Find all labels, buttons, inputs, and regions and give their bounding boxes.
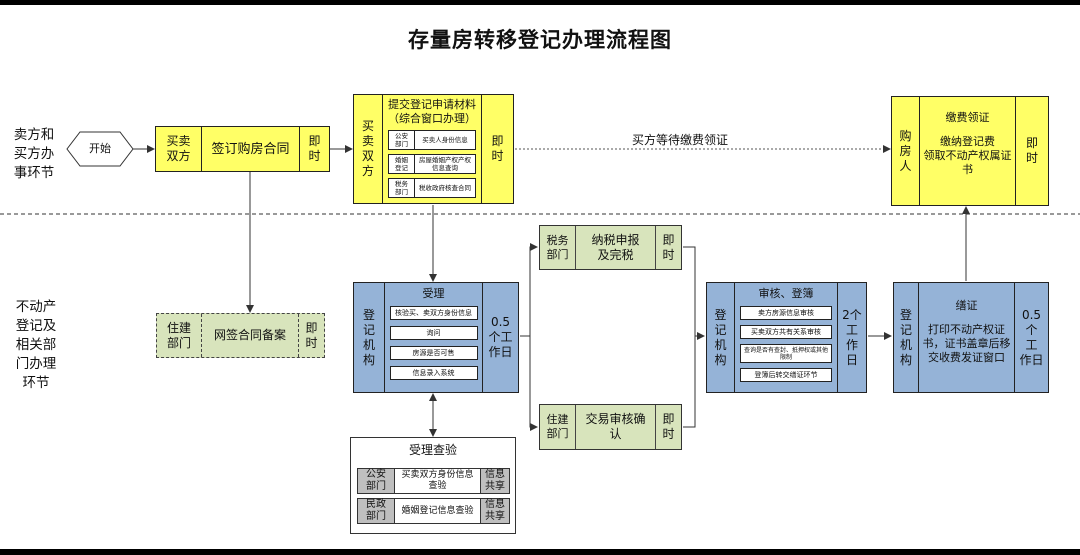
submit-row-3: 税务 部门 税收政府核查合同 <box>388 178 476 198</box>
certify-party: 登 记 机 构 <box>899 307 912 367</box>
submit-row-3-item: 税收政府核查合同 <box>419 184 471 192</box>
submit-body: 提交登记申请材料 （综合窗口办理） 公安 部门 买卖人身份信息 婚姻 登记 房屋… <box>382 95 481 203</box>
sign-contract-party: 买卖 双方 <box>166 134 191 163</box>
arrow-tax-to-review <box>683 246 696 336</box>
accept-party: 登 记 机 构 <box>362 307 375 367</box>
submit-row-3-dept: 税务 部门 <box>389 179 415 197</box>
submit-title: 提交登记申请材料 （综合窗口办理） <box>388 98 476 125</box>
accept-item-3: 房源是否可售 <box>389 346 478 360</box>
pay-party: 购 房 人 <box>899 128 912 173</box>
check-row-1: 公安 部门 买卖双方身份信息 查验 信息 共享 <box>357 468 510 494</box>
review-item-2: 买卖双方共有关系审核 <box>740 325 832 339</box>
start-node <box>66 131 134 167</box>
filing-time: 即 时 <box>298 314 324 357</box>
review-body: 审核、登簿 卖方房源信息审核 买卖双方共有关系审核 查询是否有查封、抵押权或其他… <box>734 283 837 392</box>
trade-task: 交易审核确 认 <box>575 405 655 449</box>
submit-party: 买 卖 双 方 <box>361 119 374 178</box>
start-label: 开始 <box>89 142 111 155</box>
trade-party: 住建 部门 <box>546 413 569 440</box>
submit-row-2: 婚姻 登记 房屋婚姻产权产权 信息查询 <box>388 154 476 174</box>
review-title: 审核、登簿 <box>758 287 814 300</box>
check-row-2-share: 信息 共享 <box>485 499 505 522</box>
acceptance-check-box: 受理查验 公安 部门 买卖双方身份信息 查验 信息 共享 民政 部门 婚姻登记信… <box>350 437 516 534</box>
check-row-1-share: 信息 共享 <box>485 469 505 492</box>
check-row-1-item: 买卖双方身份信息 查验 <box>395 469 481 493</box>
accept-item-4: 信息录入系统 <box>389 366 478 380</box>
tax-task: 纳税申报 及完税 <box>575 226 655 269</box>
sign-contract-time: 即 时 <box>299 127 329 171</box>
tax-time: 即 时 <box>655 226 681 269</box>
certificate-prep-box: 登 记 机 构 缮证 打印不动产权证 书，证书盖章后移 交收费发证窗口 0.5 … <box>893 282 1049 393</box>
submit-time: 即 时 <box>481 95 513 203</box>
sign-contract-box: 买卖 双方 签订购房合同 即 时 <box>155 126 330 172</box>
sign-contract-task: 签订购房合同 <box>201 127 299 171</box>
arrow-trade-to-review <box>683 332 705 428</box>
submit-materials-box: 买 卖 双 方 提交登记申请材料 （综合窗口办理） 公安 部门 买卖人身份信息 … <box>353 94 514 204</box>
submit-row-1-dept: 公安 部门 <box>389 131 415 149</box>
pay-body: 缴费领证 缴纳登记费 领取不动产权属证 书 <box>919 97 1015 205</box>
accept-title: 受理 <box>422 287 445 300</box>
bottom-border <box>0 549 1080 555</box>
accept-item-2: 询问 <box>389 326 478 340</box>
pay-collect-box: 购 房 人 缴费领证 缴纳登记费 领取不动产权属证 书 即 时 <box>891 96 1049 206</box>
accept-item-1: 核验买、卖双方身份信息 <box>389 306 478 320</box>
tax-party: 税务 部门 <box>546 233 569 261</box>
arrow-accept-to-trade <box>529 336 538 431</box>
arrow-accept-to-tax <box>520 243 538 337</box>
trade-time: 即 时 <box>655 405 681 449</box>
accept-time: 0.5 个工 作日 <box>482 283 518 392</box>
review-item-4: 登簿后转交缮证环节 <box>740 368 832 382</box>
review-party: 登 记 机 构 <box>714 307 727 367</box>
submit-row-2-dept: 婚姻 登记 <box>389 155 415 173</box>
filing-task: 网签合同备案 <box>201 314 298 357</box>
check-title: 受理查验 <box>408 443 457 457</box>
check-row-2: 民政 部门 婚姻登记信息查验 信息 共享 <box>357 498 510 524</box>
certify-time: 0.5 个 工 作日 <box>1014 283 1048 392</box>
accept-body: 受理 核验买、卖双方身份信息 询问 房源是否可售 信息录入系统 <box>384 283 482 392</box>
review-item-3: 查询是否有查封、抵押权或其他 限制 <box>740 344 832 363</box>
pay-title: 缴费领证 <box>945 111 990 124</box>
tax-box: 税务 部门 纳税申报 及完税 即 时 <box>539 225 682 270</box>
top-border <box>0 0 1080 5</box>
review-time: 2个 工 作 日 <box>837 283 866 392</box>
review-register-box: 登 记 机 构 审核、登簿 卖方房源信息审核 买卖双方共有关系审核 查询是否有查… <box>706 282 867 393</box>
pay-time: 即 时 <box>1015 97 1048 205</box>
submit-row-1: 公安 部门 买卖人身份信息 <box>388 130 476 150</box>
check-row-2-item: 婚姻登记信息查验 <box>395 499 481 523</box>
lane-label-buyer-seller: 卖方和 买方办 事环节 <box>13 127 55 181</box>
lane-label-registration: 不动产 登记及 相关部 门办理 环节 <box>15 299 57 391</box>
contract-filing-box: 住建 部门 网签合同备案 即 时 <box>156 313 325 358</box>
filing-party: 住建 部门 <box>166 320 191 350</box>
certify-desc: 打印不动产权证 书，证书盖章后移 交收费发证窗口 <box>922 323 1011 364</box>
trade-review-box: 住建 部门 交易审核确 认 即 时 <box>539 404 682 450</box>
submit-row-1-item: 买卖人身份信息 <box>422 136 468 144</box>
submit-row-2-item: 房屋婚姻产权产权 信息查询 <box>419 156 471 172</box>
certify-body: 缮证 打印不动产权证 书，证书盖章后移 交收费发证窗口 <box>918 283 1014 392</box>
diagram-title: 存量房转移登记办理流程图 <box>408 27 672 52</box>
pay-desc: 缴纳登记费 领取不动产权属证 书 <box>923 135 1012 176</box>
acceptance-box: 登 记 机 构 受理 核验买、卖双方身份信息 询问 房源是否可售 信息录入系统 … <box>353 282 519 393</box>
check-row-1-dept: 公安 部门 <box>358 469 395 493</box>
certify-title: 缮证 <box>955 299 978 312</box>
edge-label-wait: 买方等待缴费领证 <box>631 133 728 147</box>
check-row-2-dept: 民政 部门 <box>358 499 395 523</box>
review-item-1: 卖方房源信息审核 <box>740 306 832 320</box>
